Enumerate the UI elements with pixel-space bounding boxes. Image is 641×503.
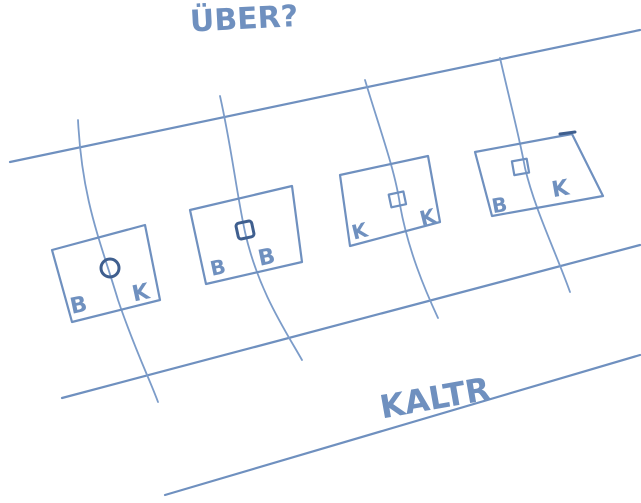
corner-dot [443, 219, 449, 225]
cell-1-left-label: B [68, 292, 90, 320]
cell-2: B B [188, 184, 304, 286]
label-top: ÜBER? [189, 0, 299, 40]
cell-node [510, 157, 531, 177]
rail-middle [60, 243, 641, 400]
cell-1-right-label: K [130, 279, 153, 307]
rail-top [8, 28, 641, 164]
strand-1 [77, 119, 159, 403]
rail-bottom [163, 353, 641, 497]
strand-2 [219, 95, 303, 361]
cell-2-right-label: B [256, 244, 278, 272]
cell-box [50, 223, 162, 324]
cell-3: K K [338, 154, 449, 248]
cell-box [338, 154, 442, 248]
corner-tick [558, 130, 577, 136]
cell-box [473, 132, 605, 218]
cell-2-left-label: B [208, 254, 228, 281]
cell-box [188, 184, 304, 286]
strand-4 [499, 57, 571, 293]
cell-4-left-label: B [490, 192, 509, 218]
cell-node [387, 190, 408, 209]
cell-node [99, 257, 121, 279]
cell-4-right-label: K [550, 175, 572, 203]
cell-1: B K [50, 223, 162, 324]
cell-4: B K [473, 130, 605, 218]
cell-3-left-label: K [349, 217, 371, 244]
strand-3 [364, 79, 439, 319]
cell-node [234, 219, 256, 241]
label-bottom: KALTR [377, 370, 493, 427]
